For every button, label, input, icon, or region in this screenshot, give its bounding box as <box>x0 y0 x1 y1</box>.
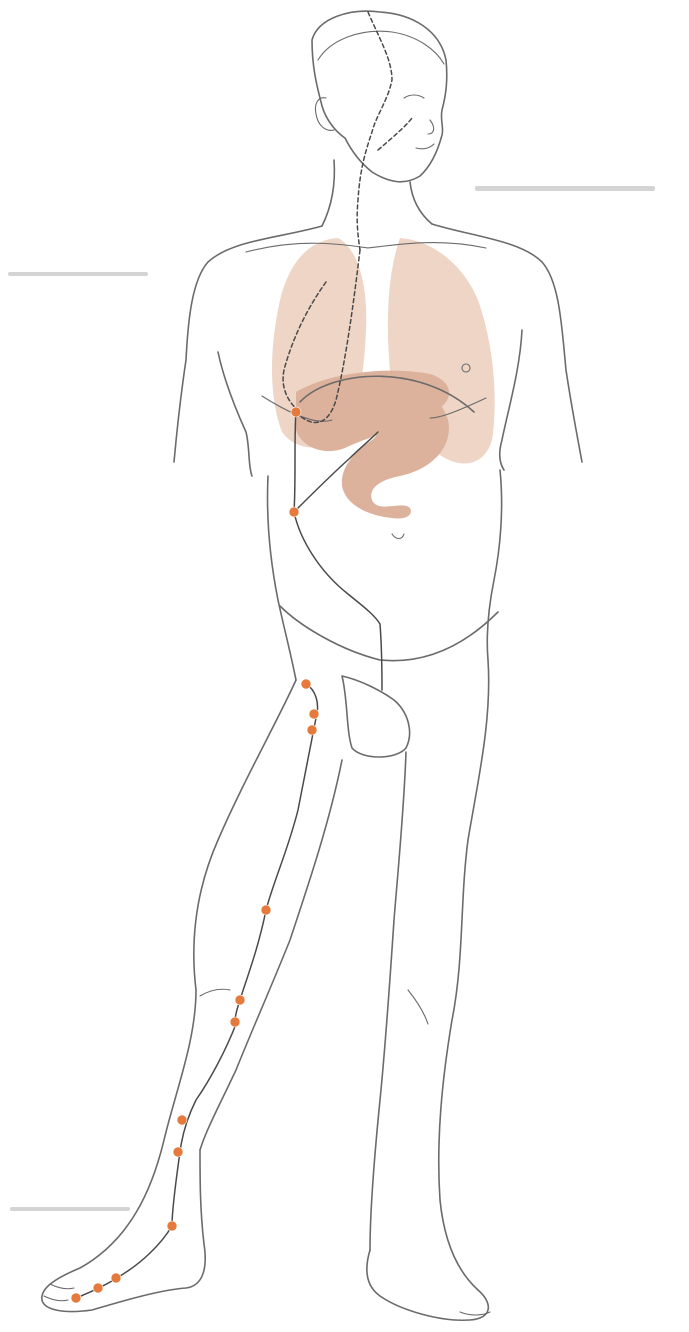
acupoint-foot-1 <box>111 1273 121 1283</box>
internal-pathway-face <box>378 118 412 150</box>
acupoint-thigh <box>261 905 271 915</box>
organs <box>272 238 495 519</box>
neck-right-outline <box>410 182 432 224</box>
waist-left-outline <box>267 476 296 680</box>
neck-left-outline <box>322 160 334 226</box>
leg-left-outer-outline <box>42 680 296 1312</box>
acupoint-groin-3 <box>307 725 317 735</box>
waist-right-outline <box>487 470 501 660</box>
acupoint-abdomen-lower <box>289 507 299 517</box>
acupoint-toe <box>71 1293 81 1303</box>
acupoint-ankle <box>167 1221 177 1231</box>
acupoint-groin-2 <box>309 709 319 719</box>
arm-left-inner-outline <box>218 352 252 476</box>
knee-left-outline <box>200 989 230 996</box>
acupoint-foot-2 <box>93 1283 103 1293</box>
body-outline <box>42 11 582 1320</box>
clavicle-outline <box>246 243 486 252</box>
acupoints <box>71 407 319 1303</box>
meridian-lines <box>76 410 382 1298</box>
hair-outline <box>318 31 444 64</box>
acupoint-groin-1 <box>301 679 311 689</box>
leg-right-inner-outline <box>370 752 406 1250</box>
genital-outline <box>342 676 410 757</box>
navel-outline <box>392 534 404 539</box>
arm-right-inner-outline <box>500 330 522 470</box>
internal-pathway-head <box>357 12 392 250</box>
mouth-outline <box>416 120 434 149</box>
acupoint-shin-2 <box>173 1147 183 1157</box>
eye-outline <box>404 95 424 98</box>
leg-right-outer-outline <box>367 660 489 1320</box>
knee-right-outline <box>408 990 428 1024</box>
label-stub-left <box>8 272 148 276</box>
acupoint-shin-1 <box>177 1115 187 1125</box>
pelvis-outline <box>280 606 498 661</box>
acupoint-knee-1 <box>235 995 245 1005</box>
label-stub-right <box>475 186 655 191</box>
head-outline <box>312 11 447 182</box>
label-stub-bottom <box>10 1207 130 1211</box>
leg-left-inner-outline <box>200 760 342 1150</box>
acupoint-knee-2 <box>230 1017 240 1027</box>
acupoint-abdomen-upper <box>291 407 301 417</box>
